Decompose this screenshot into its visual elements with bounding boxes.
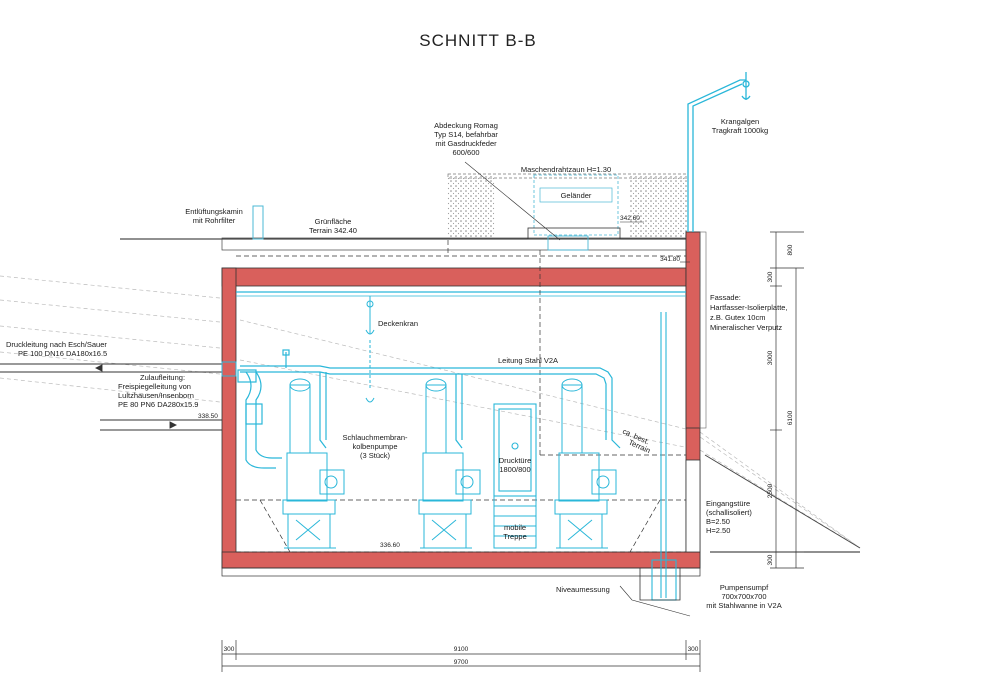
drawing-title: SCHNITT B-B bbox=[419, 31, 536, 50]
level-probe bbox=[651, 312, 677, 601]
label-sump: 700x700x700 bbox=[721, 592, 766, 601]
label-sump: Pumpensumpf bbox=[720, 583, 769, 592]
pipe-penetration bbox=[221, 361, 237, 377]
external-pipes bbox=[0, 363, 222, 431]
label-facade: Mineralischer Verputz bbox=[710, 323, 782, 332]
pump-3 bbox=[554, 378, 617, 549]
label-crane: Krangalgen bbox=[721, 117, 759, 126]
dimension-text: 9100 bbox=[454, 646, 469, 653]
label-cover: 600/600 bbox=[452, 148, 479, 157]
label-facade: Fassade: bbox=[710, 293, 741, 302]
label-entry: B=2.50 bbox=[706, 517, 730, 526]
label-inflow: Lultzhausen/Insenborn bbox=[118, 391, 194, 400]
pump-2 bbox=[418, 378, 481, 549]
label-green: Terrain 342.40 bbox=[309, 226, 357, 235]
facade-insulation bbox=[699, 231, 707, 429]
dimension-text: 300 bbox=[224, 646, 235, 653]
facade-wall bbox=[685, 231, 701, 429]
cover-hatch bbox=[547, 235, 589, 251]
label-level: 342.60 bbox=[620, 215, 640, 222]
label-entry: Eingangstüre bbox=[706, 499, 750, 508]
label-vent: Entlüftungskamin bbox=[185, 207, 243, 216]
vertical-dimensions bbox=[770, 231, 804, 569]
dimension-text: 3000 bbox=[767, 350, 774, 365]
label-stairs: Treppe bbox=[503, 532, 527, 541]
existing-terrain-line bbox=[704, 454, 861, 549]
dimension-text: 2500 bbox=[767, 483, 774, 498]
sump-leader bbox=[619, 585, 691, 617]
pump-sump bbox=[639, 568, 681, 601]
label-ceiling-crane: Deckenkran bbox=[378, 319, 418, 328]
building-walls bbox=[221, 231, 701, 569]
label-facade: z.B. Gutex 10cm bbox=[710, 313, 765, 322]
label-pressure: Druckleitung nach Esch/Sauer bbox=[6, 340, 107, 349]
label-level: 338.50 bbox=[198, 413, 218, 420]
foundation bbox=[221, 567, 701, 577]
vent-chimney bbox=[252, 205, 264, 240]
label-pump: Schlauchmembran- bbox=[342, 433, 408, 442]
label-green: Grünfläche bbox=[315, 217, 352, 226]
crane-gallows bbox=[687, 72, 751, 232]
label-pressure: PE 100 DN16 DA180x16.5 bbox=[18, 349, 107, 358]
label-door: Drucktüre bbox=[499, 456, 532, 465]
dimension-text: 300 bbox=[688, 646, 699, 653]
gravel-right bbox=[630, 176, 688, 238]
leader-lines bbox=[464, 161, 690, 263]
label-stairs: mobile bbox=[504, 523, 526, 532]
horizontal-dimensions bbox=[221, 640, 701, 672]
label-entry: H=2.50 bbox=[706, 526, 730, 535]
entrance-door bbox=[685, 459, 701, 553]
mobile-stairs bbox=[493, 495, 537, 549]
railing bbox=[533, 174, 619, 236]
label-cover: mit Gasdruckfeder bbox=[435, 139, 497, 148]
railing-label-box bbox=[539, 187, 613, 203]
dimension-text: 6100 bbox=[787, 410, 794, 425]
dimension-text: 800 bbox=[787, 244, 794, 255]
label-cover: Typ S14, befahrbar bbox=[434, 130, 498, 139]
pump-1 bbox=[282, 378, 345, 549]
pressure-door bbox=[493, 403, 537, 497]
ceiling-crane-hook bbox=[365, 296, 375, 403]
label-sump: mit Stahlwanne in V2A bbox=[706, 601, 781, 610]
roof-slab bbox=[221, 237, 701, 251]
cover-frame bbox=[527, 227, 621, 240]
label-crane: Tragkraft 1000kg bbox=[712, 126, 768, 135]
label-railing: Geländer bbox=[561, 191, 592, 200]
gravel-left bbox=[447, 176, 495, 238]
dimension-text: 9700 bbox=[454, 659, 469, 666]
steel-pipe bbox=[237, 349, 621, 469]
dimension-text: 300 bbox=[767, 554, 774, 565]
hidden-lines bbox=[236, 240, 686, 553]
dimension-text: 300 bbox=[767, 271, 774, 282]
label-pump: kolbenpumpe bbox=[352, 442, 397, 451]
label-fence: Maschendrahtzaun H=1.30 bbox=[521, 165, 611, 174]
label-inflow: PE 80 PN6 DA280x15.9 bbox=[118, 400, 198, 409]
label-level: 341.80 bbox=[660, 256, 680, 263]
annotations: Abdeckung Romag Typ S14, befahrbar mit G… bbox=[6, 117, 794, 666]
label-pipe: Leitung Stahl V2A bbox=[498, 356, 558, 365]
label-cover: Abdeckung Romag bbox=[434, 121, 498, 130]
label-inflow: Freispiegelleitung von bbox=[118, 382, 191, 391]
label-entry: (schallisoliert) bbox=[706, 508, 752, 517]
label-door: 1800/800 bbox=[499, 465, 530, 474]
label-facade: Hartfasser-Isolierplatte, bbox=[710, 303, 788, 312]
label-level-measurement: Niveaumessung bbox=[556, 585, 610, 594]
label-inflow: Zulaufleitung: bbox=[140, 373, 185, 382]
label-vent: mit Rohrfilter bbox=[193, 216, 236, 225]
label-level: 336.60 bbox=[380, 542, 400, 549]
label-pump: (3 Stück) bbox=[360, 451, 391, 460]
